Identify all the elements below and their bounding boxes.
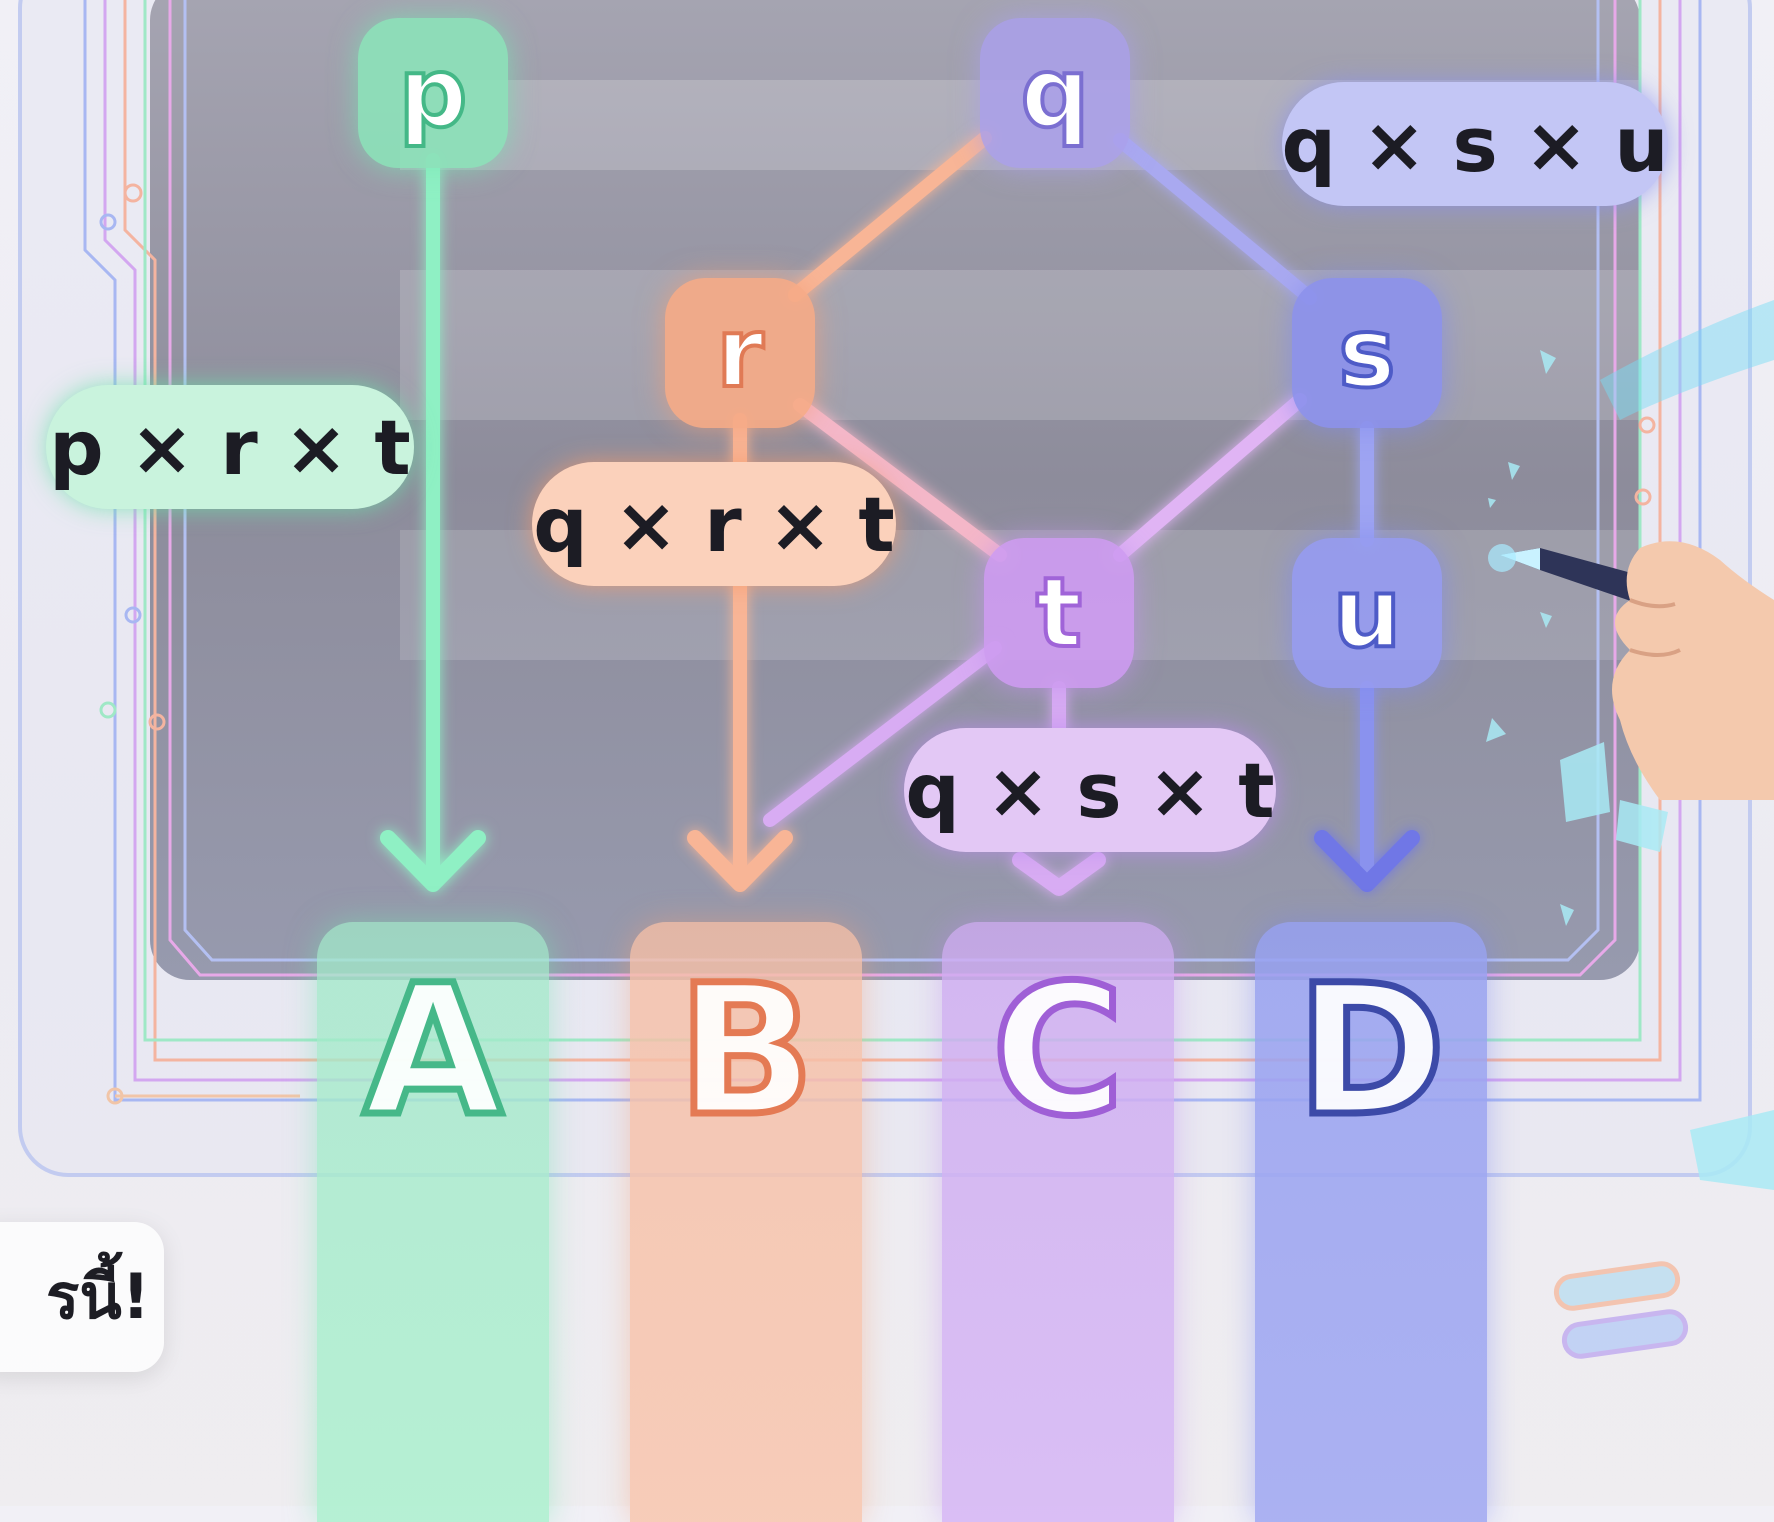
node-q: q: [980, 18, 1130, 168]
product-label-q-r-t: q × r × t: [532, 462, 896, 586]
speech-callout: รนี้!: [0, 1222, 164, 1372]
arrowhead-c: [1012, 852, 1106, 896]
node-t: t: [984, 538, 1134, 688]
callout-text: รนี้!: [46, 1260, 150, 1333]
node-r: r: [665, 278, 815, 428]
product-label-q-s-t: q × s × t: [904, 728, 1276, 852]
arrowhead-b: [687, 830, 793, 892]
board-band: [400, 270, 1640, 420]
product-label-q-s-u: q × s × u: [1282, 82, 1668, 206]
menu-icon[interactable]: [1550, 1260, 1690, 1370]
edge-r-t: [793, 398, 1007, 562]
answer-option-a[interactable]: A: [317, 922, 549, 1522]
answer-letter-c: C: [988, 947, 1127, 1156]
hand-icon: [1488, 541, 1774, 800]
edge-q-s: [1113, 133, 1317, 305]
answer-letter-a: A: [360, 947, 506, 1156]
edge-s-t: [1113, 393, 1307, 562]
answer-option-b[interactable]: B: [630, 922, 862, 1522]
edge-t-b: [763, 641, 1002, 827]
circuit-traces: [83, 0, 1702, 1105]
answer-option-c[interactable]: C: [942, 922, 1174, 1522]
edge-q-r: [788, 131, 992, 302]
answer-letter-b: B: [674, 947, 818, 1156]
connection-lines: [380, 131, 1420, 896]
sparkles: [1486, 300, 1774, 1190]
answer-option-d[interactable]: D: [1255, 922, 1487, 1522]
arrowhead-a: [380, 830, 486, 892]
node-s: s: [1292, 278, 1442, 428]
node-p: p: [358, 18, 508, 168]
product-label-p-r-t: p × r × t: [46, 385, 414, 509]
node-u: u: [1292, 538, 1442, 688]
answer-letter-d: D: [1293, 947, 1449, 1156]
arrowhead-d: [1314, 830, 1420, 892]
board: [150, 0, 1640, 980]
